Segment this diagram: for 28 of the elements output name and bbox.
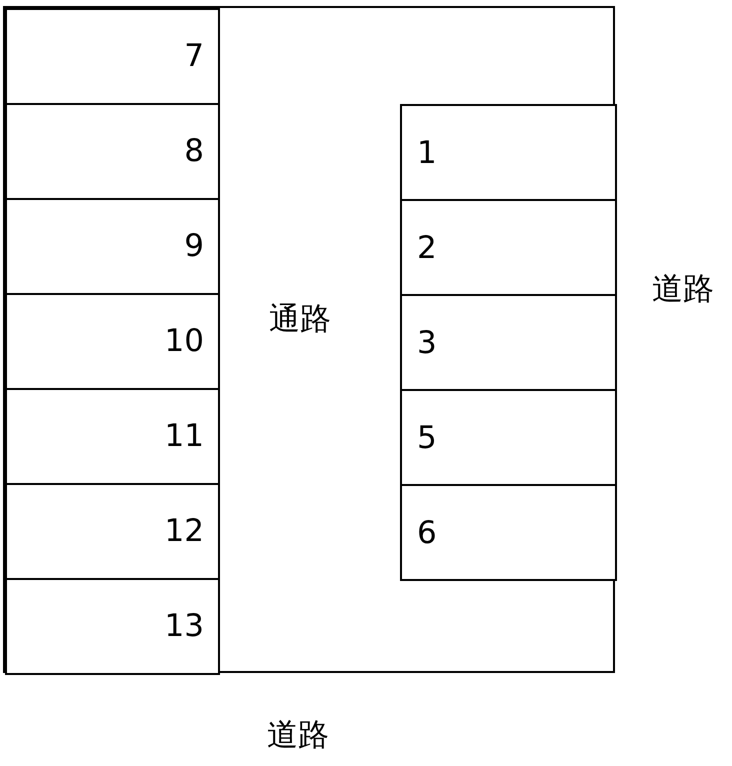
parking-space: [400, 484, 617, 581]
space-number: 8: [184, 136, 204, 167]
space-number: 2: [417, 233, 437, 264]
parking-space: [5, 578, 220, 675]
space-number: 11: [164, 421, 204, 452]
parking-space: [5, 293, 220, 390]
space-number: 9: [184, 231, 204, 262]
road-label: 道路: [652, 274, 714, 305]
parking-space: [5, 388, 220, 485]
aisle-label: 通路: [269, 304, 331, 335]
space-number: 1: [417, 138, 437, 169]
space-number: 10: [164, 326, 204, 357]
space-number: 12: [164, 516, 204, 547]
road-label: 道路: [267, 720, 329, 751]
parking-space: [400, 294, 617, 391]
space-number: 3: [417, 328, 437, 359]
space-number: 6: [417, 518, 437, 549]
parking-space: [5, 483, 220, 580]
parking-space: [400, 389, 617, 486]
space-number: 7: [184, 41, 204, 72]
space-number: 5: [417, 423, 437, 454]
parking-space: [5, 8, 220, 105]
space-number: 13: [164, 611, 204, 642]
parking-space: [400, 104, 617, 201]
parking-space: [400, 199, 617, 296]
parking-space: [5, 103, 220, 200]
parking-lot-outline: [3, 6, 615, 673]
parking-space: [5, 198, 220, 295]
